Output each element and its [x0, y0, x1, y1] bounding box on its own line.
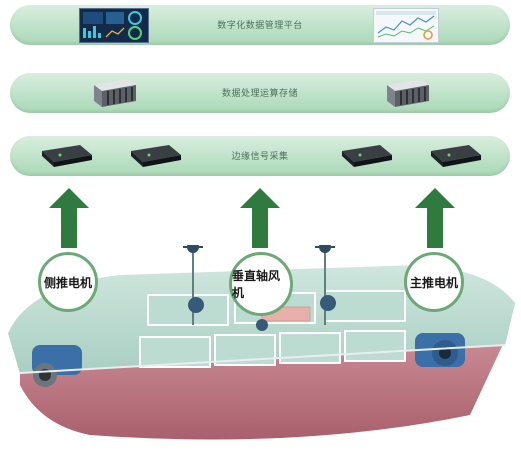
server-rack-left	[92, 77, 138, 113]
edge-gateway-icon	[131, 145, 181, 167]
server-rack-right	[385, 77, 431, 113]
main-propulsion-motor-text: 主推电机	[409, 275, 458, 290]
platform-layer: 数字化数据管理平台	[10, 5, 510, 45]
edge-layer-title: 边缘信号采集	[231, 152, 289, 162]
edge-gateway-icon	[342, 145, 392, 167]
up-arrow-icon	[49, 188, 89, 248]
vertical-axis-turbine-label: 垂直轴风机	[229, 252, 293, 316]
server-rack-icon	[387, 79, 429, 107]
edge-layer: 边缘信号采集	[10, 136, 510, 176]
up-arrow-icon	[415, 188, 455, 248]
processing-layer: 数据处理运算存储	[10, 73, 510, 113]
processing-layer-title: 数据处理运算存储	[221, 89, 298, 99]
side-thruster-motor-label: 侧推电机	[38, 252, 98, 312]
edge-gateway-icon	[42, 145, 92, 167]
waterline	[19, 344, 506, 374]
server-rack-icon	[94, 79, 136, 107]
ship-illustration	[8, 245, 515, 440]
turbine-icon	[183, 245, 336, 331]
edge-gateway-icon	[431, 145, 481, 167]
main-propulsion-motor-label: 主推电机	[404, 252, 464, 312]
dashboard-screen-left	[79, 8, 149, 43]
up-arrow-icon	[240, 188, 280, 248]
dashboard-screen-right	[373, 8, 439, 43]
vertical-axis-turbine-text: 垂直轴风机	[232, 269, 281, 300]
analytics-screen-icon	[376, 11, 436, 40]
platform-layer-title: 数字化数据管理平台	[217, 21, 303, 31]
dashboard-screen-icon	[83, 11, 142, 40]
side-thruster-motor-text: 侧推电机	[43, 275, 92, 290]
main-propulsion-motor-icon	[415, 333, 465, 367]
